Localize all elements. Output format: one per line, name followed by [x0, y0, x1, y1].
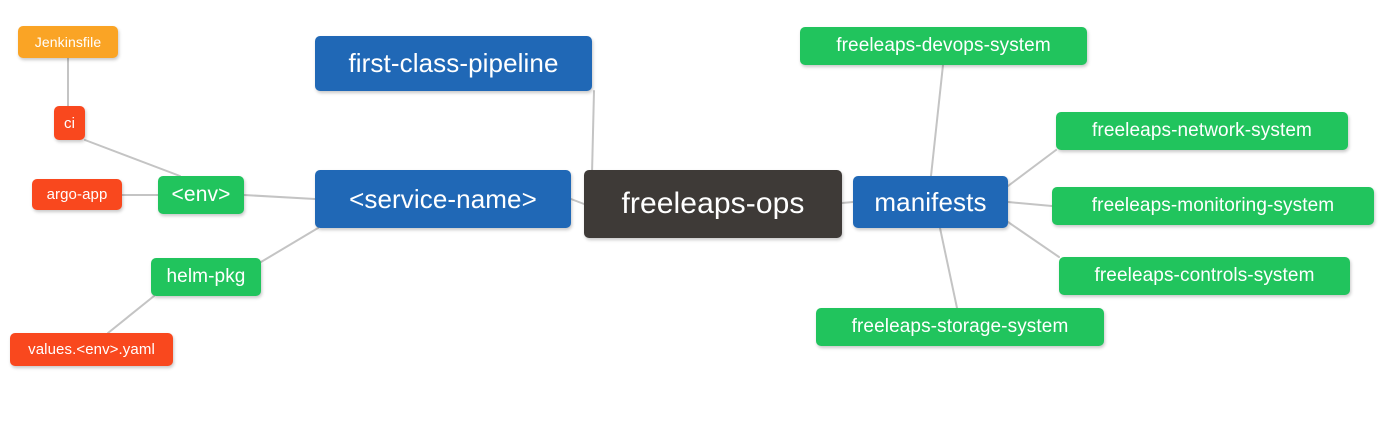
edge-manifests-to-monitoring: [1007, 201, 1053, 207]
node-storage[interactable]: freeleaps-storage-system: [816, 308, 1104, 346]
node-label-storage: freeleaps-storage-system: [851, 316, 1069, 337]
node-label-argo: argo-app: [46, 186, 108, 203]
edge-manifests-to-devops: [930, 64, 944, 177]
edge-service-to-helm: [260, 227, 319, 263]
node-label-network: freeleaps-network-system: [1092, 120, 1312, 141]
node-label-controls: freeleaps-controls-system: [1094, 265, 1315, 286]
node-controls[interactable]: freeleaps-controls-system: [1059, 257, 1350, 295]
node-label-helm: helm-pkg: [166, 266, 246, 287]
node-root[interactable]: freeleaps-ops: [584, 170, 842, 238]
node-values[interactable]: values.<env>.yaml: [10, 333, 173, 366]
edge-manifests-to-controls: [1007, 221, 1060, 258]
node-label-manifests: manifests: [874, 186, 987, 217]
node-label-monitoring: freeleaps-monitoring-system: [1091, 195, 1335, 216]
node-label-values: values.<env>.yaml: [28, 341, 155, 358]
node-network[interactable]: freeleaps-network-system: [1056, 112, 1348, 150]
node-monitoring[interactable]: freeleaps-monitoring-system: [1052, 187, 1374, 225]
node-manifests[interactable]: manifests: [853, 176, 1008, 228]
edge-root-to-pipeline: [591, 90, 595, 175]
edge-root-to-manifests: [841, 201, 854, 204]
edge-env-to-ci: [84, 139, 181, 177]
edge-manifests-to-storage: [939, 227, 958, 309]
edge-helm-to-values: [107, 295, 155, 334]
edge-root-to-service: [570, 198, 585, 205]
node-jenkinsfile[interactable]: Jenkinsfile: [18, 26, 118, 58]
node-label-service: <service-name>: [349, 183, 537, 214]
edge-manifests-to-network: [1007, 149, 1057, 187]
node-devops[interactable]: freeleaps-devops-system: [800, 27, 1087, 65]
node-helm[interactable]: helm-pkg: [151, 258, 261, 296]
node-label-devops: freeleaps-devops-system: [836, 35, 1051, 56]
node-label-pipeline: first-class-pipeline: [348, 48, 559, 78]
node-pipeline[interactable]: first-class-pipeline: [315, 36, 592, 91]
node-label-env: <env>: [171, 183, 231, 206]
node-service[interactable]: <service-name>: [315, 170, 571, 228]
node-argo[interactable]: argo-app: [32, 179, 122, 210]
node-label-root: freeleaps-ops: [621, 187, 805, 220]
edge-service-to-env: [243, 194, 316, 200]
node-label-ci: ci: [63, 114, 76, 132]
node-label-jenkinsfile: Jenkinsfile: [34, 34, 102, 50]
node-ci[interactable]: ci: [54, 106, 85, 140]
node-env[interactable]: <env>: [158, 176, 244, 214]
